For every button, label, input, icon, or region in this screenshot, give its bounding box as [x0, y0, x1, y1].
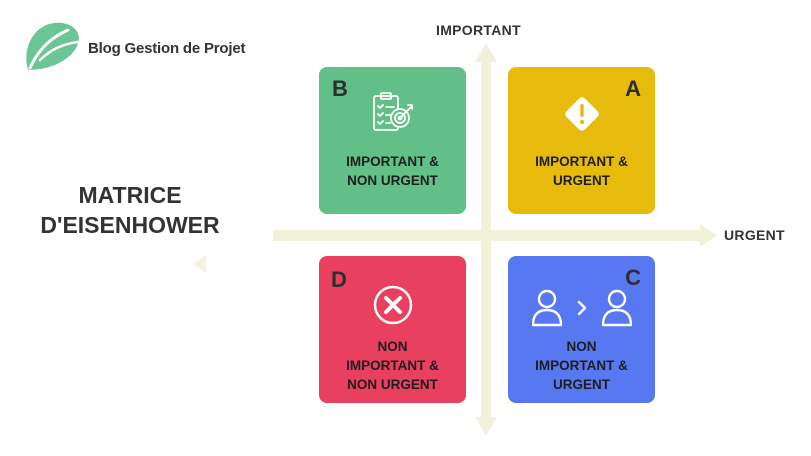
quadrant-label: IMPORTANT & NON URGENT [319, 152, 466, 190]
leaf-logo-icon [26, 22, 80, 70]
quadrant-label-line: IMPORTANT & [346, 358, 439, 373]
delete-cross-icon [373, 285, 412, 325]
quadrant-letter: B [332, 76, 348, 101]
quadrant-label-line: NON URGENT [347, 377, 438, 392]
title-line-1: MATRICE [78, 182, 182, 208]
quadrant-d: D NON IMPORTANT & NON URGENT [319, 256, 466, 403]
quadrant-label-line: IMPORTANT & [535, 358, 628, 373]
horizontal-axis-arrow-right [700, 224, 717, 247]
axis-label-important: IMPORTANT [436, 22, 521, 38]
quadrant-letter: C [625, 265, 641, 290]
title-line-2: D'EISENHOWER [40, 212, 220, 238]
delegate-user-icon [531, 289, 632, 327]
quadrant-b: B IMPORTANT & NON URGENT [319, 67, 466, 214]
vertical-axis-arrow-top [475, 43, 497, 62]
quadrant-a: A IMPORTANT & URGENT [508, 67, 655, 214]
quadrant-label-line: IMPORTANT & [346, 154, 439, 169]
quadrant-label: NON IMPORTANT & NON URGENT [319, 337, 466, 394]
quadrant-letter: D [331, 267, 347, 292]
horizontal-axis-line [273, 230, 705, 241]
quadrant-label-line: NON [566, 339, 597, 354]
warning-icon [564, 97, 599, 131]
quadrant-letter: A [625, 76, 641, 101]
quadrant-label-line: URGENT [553, 377, 610, 392]
horizontal-axis-arrow-left [193, 255, 206, 273]
blog-logo: Blog Gestion de Projet [22, 20, 245, 76]
quadrant-label: NON IMPORTANT & URGENT [508, 337, 655, 394]
quadrant-label-line: NON [377, 339, 408, 354]
axis-label-urgent: URGENT [724, 227, 785, 243]
quadrant-label-line: URGENT [553, 173, 610, 188]
quadrant-label-line: NON URGENT [347, 173, 438, 188]
quadrant-label-line: IMPORTANT & [535, 154, 628, 169]
checklist-target-icon [372, 92, 413, 131]
quadrant-label: IMPORTANT & URGENT [508, 152, 655, 190]
quadrant-c: C NON IMPORTANT & URGENT [508, 256, 655, 403]
vertical-axis-arrow-bottom [475, 417, 497, 436]
blog-name: Blog Gestion de Projet [88, 39, 246, 57]
matrix-title: MATRICE D'EISENHOWER [30, 180, 230, 240]
